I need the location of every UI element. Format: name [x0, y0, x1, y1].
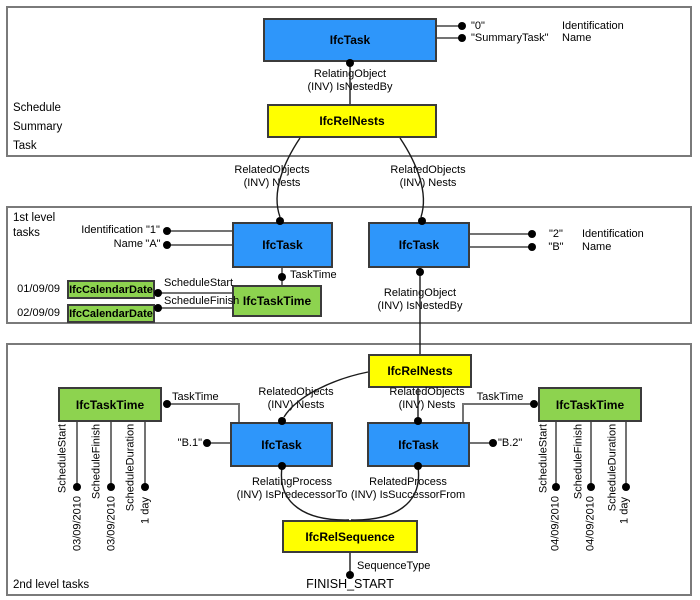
box-ifctasktime-b1-label: IfcTaskTime — [75, 397, 145, 412]
box-ifctask-a: IfcTask — [232, 222, 333, 268]
box-ifctasktime-a: IfcTaskTime — [232, 285, 322, 317]
box-ifctask-b-label: IfcTask — [398, 238, 440, 252]
task-b1-tasktime-label: TaskTime — [172, 391, 219, 403]
box-ifccalendardate-finish: IfcCalendarDate — [67, 304, 155, 323]
task-a-schedulestart-label: ScheduleStart — [164, 277, 234, 289]
summary-name-label: Name — [562, 32, 592, 44]
summary-identification-value: "0" — [471, 20, 485, 32]
section-1st-level-tasks — [6, 206, 692, 324]
box-ifctask-b2-label: IfcTask — [398, 437, 439, 452]
box-ifccalendardate-start-label: IfcCalendarDate — [69, 283, 153, 296]
box-ifctasktime-a-label: IfcTaskTime — [242, 294, 312, 308]
section-schedule-summary-task — [6, 6, 692, 157]
task-a-identification-label: Identification — [81, 224, 143, 236]
task-b-identification-label: Identification — [582, 228, 644, 240]
box-ifccalendardate-start: IfcCalendarDate — [67, 280, 155, 299]
task-b2-schedulefinish-value-vertical: 04/09/2010 — [584, 495, 597, 552]
sequence-type-value: FINISH_START — [306, 577, 394, 591]
summary-identification-label: Identification — [562, 20, 624, 32]
level2-related-objects-b1-label: RelatedObjects (INV) Nests — [258, 386, 334, 411]
box-ifccalendardate-finish-label: IfcCalendarDate — [69, 307, 153, 320]
box-ifctask-b2: IfcTask — [367, 422, 470, 467]
task-a-schedulefinish-value: 02/09/09 — [17, 307, 60, 319]
box-ifcrelnests-summary: IfcRelNests — [267, 104, 437, 138]
box-ifctask-b: IfcTask — [368, 222, 470, 268]
task-b-name-label: Name — [582, 241, 612, 253]
box-ifcrelsequence: IfcRelSequence — [282, 520, 418, 553]
task-b-name-value: "B" — [548, 241, 564, 253]
task-b1-relating-process-label: RelatingProcess (INV) IsPredecessorTo — [236, 476, 348, 501]
box-ifcrelnests-level2-label: IfcRelNests — [387, 364, 453, 378]
task-a-schedulestart-value: 01/09/09 — [17, 283, 60, 295]
section-label-2nd-level-tasks: 2nd level tasks — [13, 579, 90, 591]
task-b1-schedulefinish-label-vertical: ScheduleFinish — [90, 423, 103, 500]
task-b1-scheduleduration-label-vertical: ScheduleDuration — [124, 423, 137, 512]
box-ifctask-b1-label: IfcTask — [261, 437, 302, 452]
box-ifcrelsequence-label: IfcRelSequence — [305, 529, 395, 544]
box-ifcrelnests-level2: IfcRelNests — [368, 354, 472, 388]
task-b1-schedulestart-value-vertical: 03/09/2010 — [71, 495, 84, 552]
box-ifcrelnests-summary-label: IfcRelNests — [319, 114, 385, 128]
task-b2-scheduleduration-value-vertical: 1 day — [618, 497, 631, 524]
section-label-1st-level-tasks: 1st level tasks — [13, 212, 56, 239]
task-a-schedulefinish-label: ScheduleFinish — [164, 295, 240, 307]
task-b1-schedulestart-label-vertical: ScheduleStart — [56, 423, 69, 494]
task-b-relating-object-label: RelatingObject (INV) IsNestedBy — [377, 287, 463, 312]
task-a-name-value: "A" — [145, 238, 161, 250]
summary-related-objects-b-label: RelatedObjects (INV) Nests — [390, 164, 466, 189]
section-2nd-level-tasks — [6, 343, 692, 596]
summary-related-objects-a-label: RelatedObjects (INV) Nests — [234, 164, 310, 189]
summary-name-value: "SummaryTask" — [471, 32, 549, 44]
task-b1-identification-value: "B.1" — [177, 437, 202, 449]
task-b2-tasktime-label: TaskTime — [476, 391, 524, 403]
box-ifctasktime-b2: IfcTaskTime — [538, 387, 642, 422]
box-ifctask-b1: IfcTask — [230, 422, 333, 467]
task-b2-related-process-label: RelatedProcess (INV) IsSuccessorFrom — [350, 476, 466, 501]
box-ifctask-summary-label: IfcTask — [329, 33, 371, 47]
summary-relating-object-label: RelatingObject (INV) IsNestedBy — [307, 68, 393, 93]
box-ifctasktime-b1: IfcTaskTime — [58, 387, 162, 422]
section-label-schedule-summary-task: Schedule Summary Task — [13, 102, 63, 152]
task-a-identification-value: "1" — [146, 224, 160, 236]
task-a-tasktime-label: TaskTime — [290, 269, 337, 281]
task-b2-schedulestart-value-vertical: 04/09/2010 — [549, 495, 562, 552]
sequence-type-label: SequenceType — [357, 560, 431, 572]
task-a-name-label: Name — [113, 238, 143, 250]
box-ifctasktime-b2-label: IfcTaskTime — [555, 397, 625, 412]
task-b1-scheduleduration-value-vertical: 1 day — [139, 497, 152, 524]
task-b-identification-value: "2" — [549, 228, 563, 240]
task-b2-identification-value: "B.2" — [498, 437, 523, 449]
task-b1-schedulefinish-value-vertical: 03/09/2010 — [105, 495, 118, 552]
box-ifctask-summary: IfcTask — [263, 18, 437, 62]
box-ifctask-a-label: IfcTask — [262, 238, 303, 252]
